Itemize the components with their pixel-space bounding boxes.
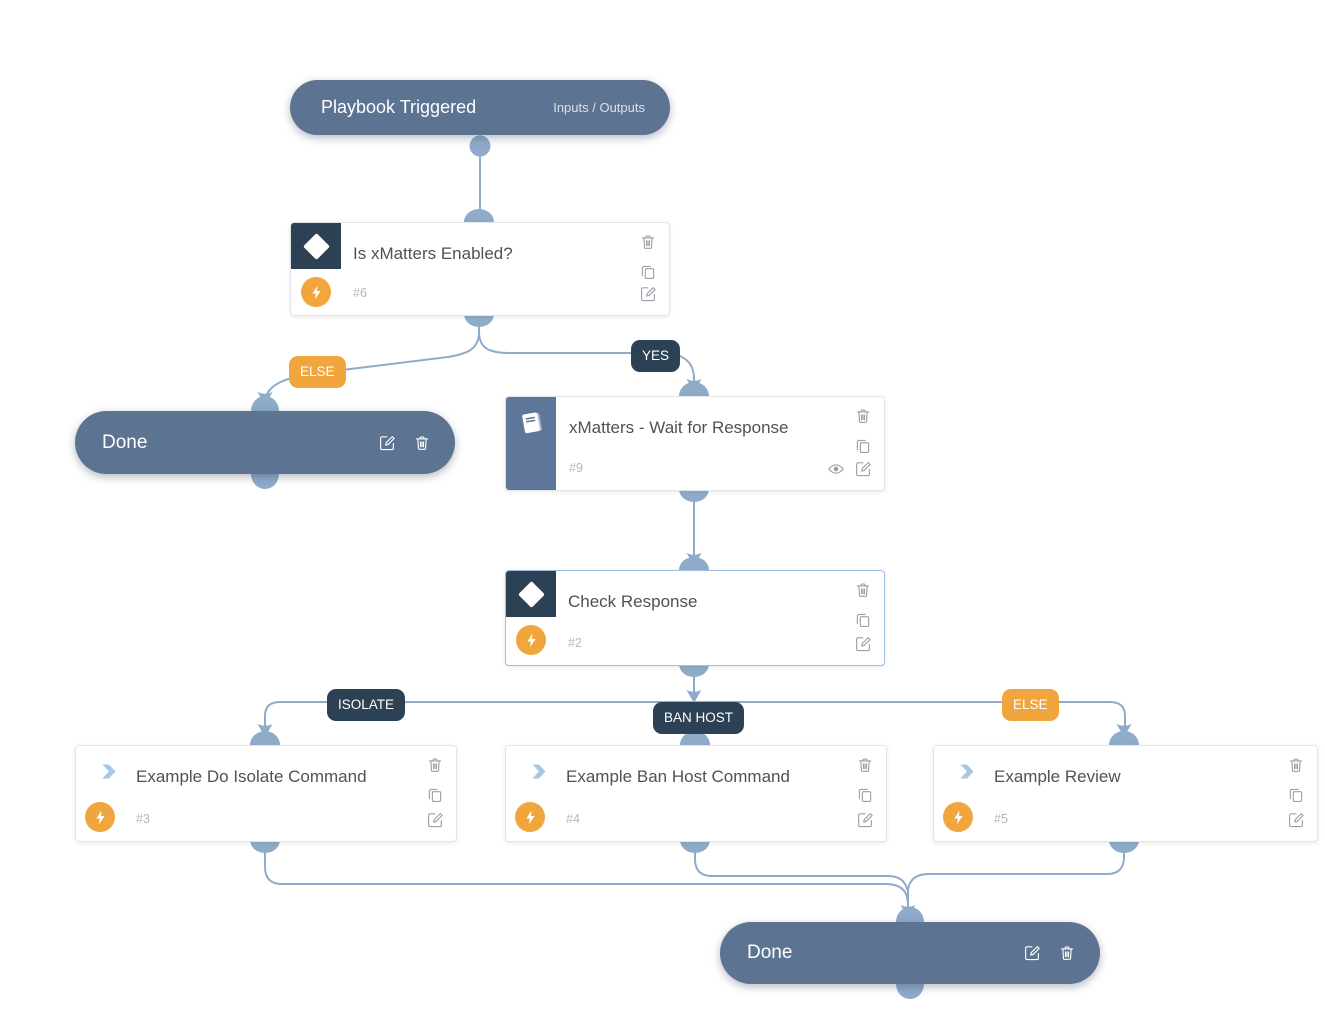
node-xmatters-wait-for-response[interactable]: xMatters - Wait for Response #9 — [505, 396, 885, 491]
node-title: Check Response — [568, 592, 698, 611]
node-is-xmatters-enabled[interactable]: Is xMatters Enabled? #6 — [290, 222, 670, 316]
copy-icon[interactable] — [1287, 786, 1305, 804]
edit-icon[interactable] — [426, 811, 444, 829]
node-example-ban-host-command[interactable]: Example Ban Host Command #4 — [505, 745, 887, 842]
node-check-response[interactable]: Check Response #2 — [505, 570, 885, 666]
lightning-icon — [943, 802, 973, 832]
endpoint-label: Done — [102, 431, 148, 453]
node-example-review[interactable]: Example Review #5 — [933, 745, 1318, 842]
lightning-icon — [515, 802, 545, 832]
endpoint-label: Done — [747, 942, 793, 963]
edit-icon[interactable] — [1023, 944, 1041, 962]
eye-icon[interactable] — [827, 460, 845, 478]
node-number: #2 — [568, 636, 582, 650]
node-title: Is xMatters Enabled? — [353, 244, 513, 263]
edit-icon[interactable] — [639, 285, 657, 303]
playbook-trigger-block[interactable]: Playbook Triggered Inputs / Outputs — [290, 80, 670, 135]
node-title: Example Review — [994, 767, 1121, 786]
node-number: #6 — [353, 286, 367, 300]
copy-icon[interactable] — [854, 611, 872, 629]
delete-icon[interactable] — [856, 756, 874, 774]
delete-icon[interactable] — [1287, 756, 1305, 774]
edge-label-else-left[interactable]: ELSE — [289, 356, 346, 388]
copy-icon[interactable] — [854, 437, 872, 455]
action-chevron-icon — [98, 761, 119, 787]
node-number: #9 — [569, 461, 583, 475]
lightning-icon — [301, 277, 331, 307]
diamond-glyph — [517, 580, 545, 608]
trigger-title: Playbook Triggered — [321, 97, 477, 117]
copy-icon[interactable] — [639, 263, 657, 281]
done-endpoint-bottom[interactable]: Done — [720, 922, 1100, 984]
node-title: xMatters - Wait for Response — [569, 418, 789, 437]
copy-icon[interactable] — [856, 786, 874, 804]
action-chevron-icon — [956, 761, 977, 787]
edge-label-yes[interactable]: YES — [631, 340, 681, 372]
delete-icon[interactable] — [1058, 944, 1076, 962]
node-number: #3 — [136, 812, 150, 826]
decision-icon — [291, 223, 341, 269]
delete-icon[interactable] — [854, 581, 872, 599]
edit-icon[interactable] — [854, 635, 872, 653]
connector-knob[interactable] — [469, 135, 491, 157]
playbook-icon — [506, 397, 556, 490]
edge-label-isolate[interactable]: ISOLATE — [327, 689, 406, 721]
copy-icon[interactable] — [426, 786, 444, 804]
edit-icon[interactable] — [1287, 811, 1305, 829]
delete-icon[interactable] — [413, 434, 431, 452]
delete-icon[interactable] — [639, 233, 657, 251]
edge-label-else-right[interactable]: ELSE — [1002, 689, 1059, 721]
node-number: #4 — [566, 812, 580, 826]
node-example-do-isolate-command[interactable]: Example Do Isolate Command #3 — [75, 745, 457, 842]
action-chevron-icon — [528, 761, 549, 787]
delete-icon[interactable] — [854, 407, 872, 425]
edit-icon[interactable] — [856, 811, 874, 829]
lightning-icon — [516, 625, 546, 655]
done-endpoint-left[interactable]: Done — [75, 411, 455, 474]
edit-icon[interactable] — [378, 434, 396, 452]
delete-icon[interactable] — [426, 756, 444, 774]
node-title: Example Do Isolate Command — [136, 767, 367, 786]
edge-label-ban-host[interactable]: BAN HOST — [653, 702, 745, 734]
node-number: #5 — [994, 812, 1008, 826]
decision-icon — [506, 571, 556, 617]
node-title: Example Ban Host Command — [566, 767, 790, 786]
inputs-outputs-link[interactable]: Inputs / Outputs — [553, 100, 645, 115]
lightning-icon — [85, 802, 115, 832]
edit-icon[interactable] — [854, 460, 872, 478]
diamond-glyph — [302, 232, 330, 260]
